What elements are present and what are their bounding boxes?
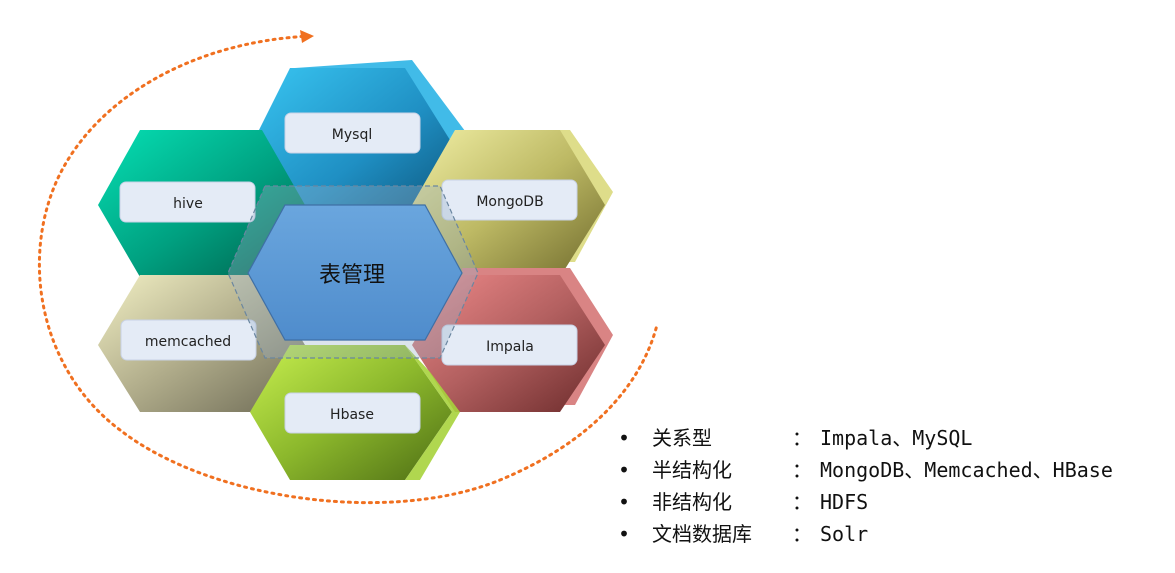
hex-center: 表管理 [227,185,479,359]
bullet-icon: • [618,522,631,546]
bullet-icon: • [618,458,631,482]
hbase-label-box [284,392,421,434]
separator: ： [792,490,812,514]
separator: ： [792,522,812,546]
hive-label: hive [173,196,203,212]
impala-label: Impala [486,339,534,355]
category-items: HDFS [820,490,869,514]
bullet-icon: • [618,426,631,450]
separator: ： [792,458,812,482]
list-item: • 非结构化 ： HDFS [618,486,1113,518]
category-label: 关系型 [652,426,712,450]
memcached-label-box [120,319,257,361]
hex-hive: hive [98,130,305,277]
category-items: Impala、MySQL [820,426,973,450]
category-label: 半结构化 [652,458,732,482]
hex-mongodb: MongoDB [412,130,613,277]
mongodb-label-box [441,179,578,221]
hbase-label: Hbase [330,407,374,423]
hex-mysql: Mysql [250,60,468,230]
memcached-label: memcached [145,334,231,350]
impala-label-box [441,324,578,366]
category-label: 文档数据库 [652,522,752,546]
mysql-label-box [284,112,421,154]
center-label: 表管理 [319,263,385,288]
separator: ： [792,426,812,450]
bullet-icon: • [618,490,631,514]
list-item: • 文档数据库 ： Solr [618,518,1113,550]
mysql-label: Mysql [332,127,372,143]
cycle-arrow [37,30,659,505]
hex-impala: Impala [412,268,613,412]
category-items: Solr [820,522,869,546]
mongodb-label: MongoDB [476,194,543,210]
arrow-head-icon [300,30,314,43]
category-label: 非结构化 [652,490,732,514]
hex-memcached: memcached [98,275,305,412]
hex-hbase: Hbase [250,345,460,480]
category-items: MongoDB、Memcached、HBase [820,458,1113,482]
hive-label-box [119,181,256,223]
list-item: • 半结构化 ： MongoDB、Memcached、HBase [618,454,1113,486]
database-type-list: • 关系型 ： Impala、MySQL • 半结构化 ： MongoDB、Memcache… [618,422,1113,550]
list-item: • 关系型 ： Impala、MySQL [618,422,1113,454]
